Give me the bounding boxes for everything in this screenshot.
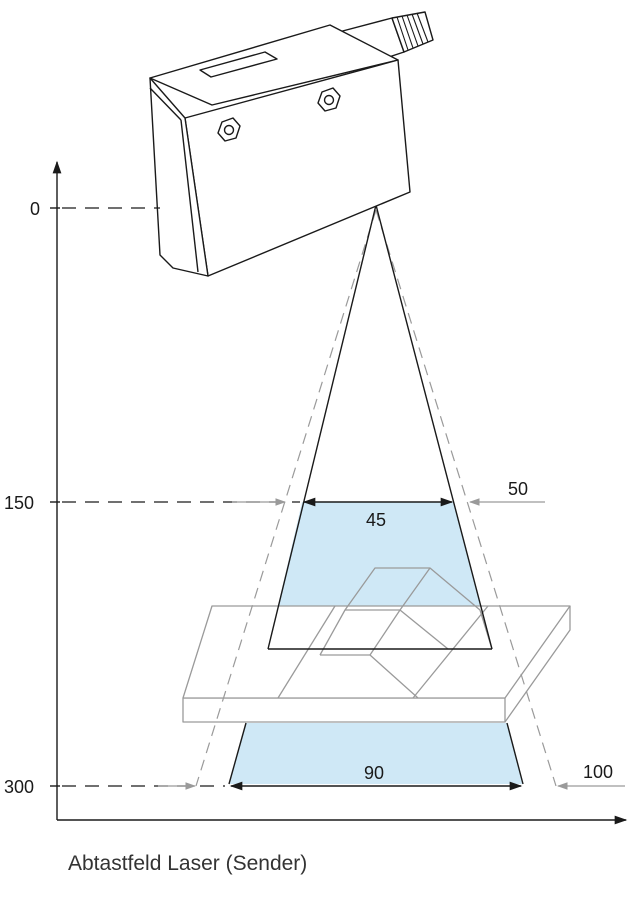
diagram-caption: Abtastfeld Laser (Sender)	[68, 852, 308, 875]
axis-label-0: 0	[30, 199, 40, 219]
dimension-45: 45	[366, 510, 386, 530]
dimension-50: 50	[508, 479, 528, 499]
dimension-100: 100	[583, 762, 613, 782]
distance-axis	[50, 160, 628, 825]
scan-field-outer-boundary	[195, 209, 557, 787]
hex-nut-icon-right	[317, 87, 341, 112]
reference-leaders	[62, 207, 300, 787]
outer-width-arrows	[158, 498, 625, 790]
scan-field-lower	[229, 723, 523, 784]
axis-label-150: 150	[4, 493, 34, 513]
axis-label-300: 300	[4, 777, 34, 797]
sensor-housing	[149, 11, 434, 277]
hex-nut-icon-left	[217, 117, 241, 142]
inner-width-dimensions	[229, 497, 523, 791]
dimension-90: 90	[364, 763, 384, 783]
scan-field-inner-boundary	[228, 204, 524, 785]
sensor-display-window	[199, 51, 278, 78]
workpiece	[182, 567, 571, 723]
